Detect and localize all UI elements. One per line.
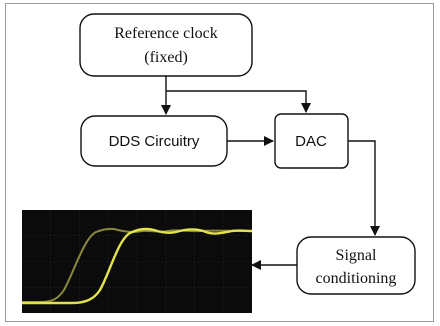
arrow-dac-to-conditioning: [348, 140, 380, 236]
ghost-trace: [22, 227, 253, 303]
reference-clock-label-line1: Reference clock: [114, 25, 217, 42]
connectors: [161, 76, 380, 270]
dds-circuitry-node: DDS Circuitry: [80, 115, 228, 167]
signal-conditioning-node: Signal conditioning: [296, 236, 416, 295]
arrow-clock-to-dac: [166, 90, 311, 113]
reference-clock-node: Reference clock (fixed): [79, 13, 253, 77]
main-trace: [22, 227, 253, 305]
oscilloscope-display: [22, 210, 253, 313]
dac-node: DAC: [274, 113, 349, 169]
signal-conditioning-label-line1: Signal: [336, 247, 377, 264]
reference-clock-label-line2: (fixed): [144, 49, 188, 66]
dac-label: DAC: [295, 133, 327, 150]
signal-conditioning-label-line2: conditioning: [316, 270, 397, 287]
dds-circuitry-label: DDS Circuitry: [109, 133, 200, 150]
